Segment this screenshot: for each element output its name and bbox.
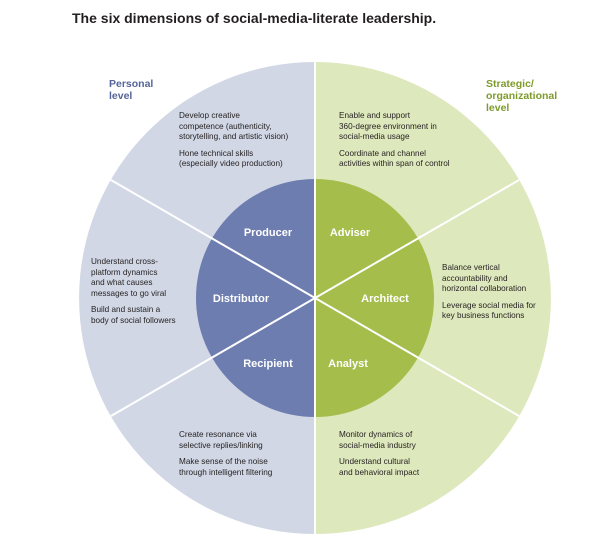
producer-item-2: Hone technical skills (especially video … (179, 148, 283, 169)
producer-description: Develop creative competence (authenticit… (179, 111, 288, 176)
analyst-description: Monitor dynamics of social-media industr… (339, 430, 419, 484)
inner-half-personal (196, 179, 315, 417)
architect-item-1: Balance vertical accountability and hori… (442, 263, 527, 294)
adviser-item-2: Coordinate and channel activities within… (339, 148, 450, 169)
architect-description: Balance vertical accountability and hori… (442, 263, 536, 328)
recipient-description: Create resonance via selective replies/l… (179, 430, 272, 484)
adviser-description: Enable and support 360-degree environmen… (339, 111, 450, 176)
producer-item-1: Develop creative competence (authenticit… (179, 111, 289, 142)
role-producer: Producer (244, 227, 293, 239)
recipient-item-1: Create resonance via selective replies/l… (179, 430, 263, 450)
divider-diagonal-2 (110, 179, 520, 417)
diagram-title: The six dimensions of social-media-liter… (72, 10, 437, 26)
inner-half-strategic (315, 179, 434, 417)
adviser-item-1: Enable and support 360-degree environmen… (339, 111, 437, 142)
role-adviser: Adviser (330, 227, 371, 239)
strategic-level-label: Strategic/ organizational level (486, 78, 558, 114)
analyst-item-1: Monitor dynamics of social-media industr… (339, 430, 416, 450)
role-recipient: Recipient (243, 358, 293, 370)
distributor-description: Understand cross- platform dynamics and … (91, 257, 176, 333)
distributor-item-1: Understand cross- platform dynamics and … (91, 257, 167, 298)
analyst-item-2: Understand cultural and behavioral impac… (339, 457, 420, 477)
architect-item-2: Leverage social media for key business f… (442, 300, 536, 321)
distributor-item-2: Build and sustain a body of social follo… (91, 305, 176, 325)
role-analyst: Analyst (328, 358, 368, 370)
recipient-item-2: Make sense of the noise through intellig… (179, 457, 273, 477)
role-architect: Architect (361, 293, 409, 305)
role-distributor: Distributor (213, 293, 270, 305)
personal-level-label: Personal level (109, 78, 154, 102)
